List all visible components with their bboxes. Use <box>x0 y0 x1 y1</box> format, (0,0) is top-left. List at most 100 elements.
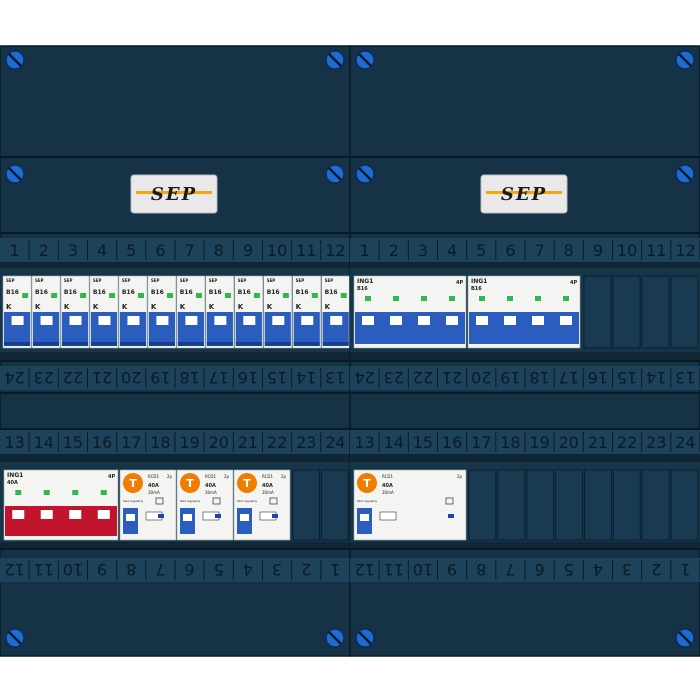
mcb-mark-text: K <box>122 303 128 311</box>
mcb-brand-text: SEP <box>64 278 73 283</box>
mcb-base <box>61 342 89 346</box>
row1-top-number: 1 <box>9 241 19 260</box>
mcb-base <box>293 342 320 346</box>
mcb-base <box>32 342 60 346</box>
rcd-sensitivity-text: 30mA <box>382 490 394 495</box>
mcb-rating-text: B16 <box>296 289 309 296</box>
screw-icon[interactable] <box>355 628 375 648</box>
screw-icon[interactable] <box>675 628 695 648</box>
test-badge-icon <box>123 473 143 493</box>
toggle-handle <box>301 316 314 325</box>
row1-bottom-number: 13 <box>675 368 695 387</box>
test-button[interactable] <box>269 497 278 505</box>
screw-slot <box>678 631 692 645</box>
group-breaker-4p-poles-text: 4P <box>456 280 463 286</box>
toggle-handle <box>126 514 135 521</box>
row1-top-number: 5 <box>126 241 136 260</box>
empty-slot-cover <box>321 469 349 541</box>
row2-top-number: 16 <box>92 433 112 452</box>
row2-bottom-number: 7 <box>505 560 515 579</box>
mcb-brand-text: SEP <box>267 278 276 283</box>
mcb-base <box>264 342 291 346</box>
mcb-rating-text: B16 <box>122 289 135 296</box>
mcb-base <box>148 342 175 346</box>
panel-divider <box>350 392 700 394</box>
screw-icon[interactable] <box>325 628 345 648</box>
toggle-handle <box>40 510 53 519</box>
row1-top-number: 11 <box>646 241 666 260</box>
status-indicator-icon <box>507 296 513 301</box>
toggle-handle <box>183 514 192 521</box>
screw-icon[interactable] <box>5 164 25 184</box>
test-button[interactable] <box>212 497 221 505</box>
din-rail <box>0 262 350 268</box>
label-plate-stripe <box>486 191 562 194</box>
din-rail <box>350 352 700 360</box>
row2-bottom-number: 9 <box>97 560 107 579</box>
row1-top-number: 11 <box>296 241 316 260</box>
screw-icon[interactable] <box>355 164 375 184</box>
screw-icon[interactable] <box>675 164 695 184</box>
mcb-brand-text: SEP <box>151 278 160 283</box>
toggle-handle <box>390 316 402 325</box>
row2-top-number: 18 <box>150 433 170 452</box>
row1-top-number: 1 <box>359 241 369 260</box>
rcd-badge-text: T <box>363 477 371 490</box>
main-switch-label-text: ING1 <box>7 472 23 479</box>
row1-top-number: 6 <box>505 241 515 260</box>
row1-top-number: 2 <box>39 241 49 260</box>
empty-slot-cover <box>584 469 612 541</box>
empty-slot-cover <box>612 275 641 349</box>
toggle-handle <box>11 316 24 325</box>
row1-bottom-number: 22 <box>63 368 83 387</box>
row1-bottom-number: 21 <box>442 368 462 387</box>
label-plate-stripe <box>136 191 212 194</box>
sep-label-plate: SEP <box>480 174 568 214</box>
mcb-brand-text: SEP <box>6 278 15 283</box>
group-breaker-4p-rating-text: B16 <box>357 286 368 292</box>
screw-icon[interactable] <box>675 50 695 70</box>
test-button[interactable] <box>155 497 164 505</box>
group-breaker-4p-label-text: ING1 <box>471 278 487 285</box>
row2-bottom-number: 7 <box>155 560 165 579</box>
toggle-handle <box>240 514 249 521</box>
mcb-rating-text: B16 <box>325 289 338 296</box>
screw-icon[interactable] <box>5 628 25 648</box>
rcd-indicator <box>448 514 454 518</box>
row1-bottom-number: 16 <box>238 368 258 387</box>
rcd-rating-text: 40A <box>382 483 393 489</box>
screw-icon[interactable] <box>325 50 345 70</box>
group-breaker-4p-label-text: ING1 <box>357 278 373 285</box>
row1-top-number: 6 <box>155 241 165 260</box>
screw-icon[interactable] <box>355 50 375 70</box>
status-indicator-icon <box>479 296 485 301</box>
status-indicator-icon <box>15 490 22 495</box>
row2-bottom-number: 9 <box>447 560 457 579</box>
screw-icon[interactable] <box>5 50 25 70</box>
rcd-model-text: RCD1 <box>148 474 159 479</box>
row1-bottom-number: 21 <box>92 368 112 387</box>
rcd-test-label: Test regularly <box>356 499 377 503</box>
test-button[interactable] <box>445 497 454 505</box>
screw-icon[interactable] <box>325 164 345 184</box>
mcb-base <box>90 342 118 346</box>
